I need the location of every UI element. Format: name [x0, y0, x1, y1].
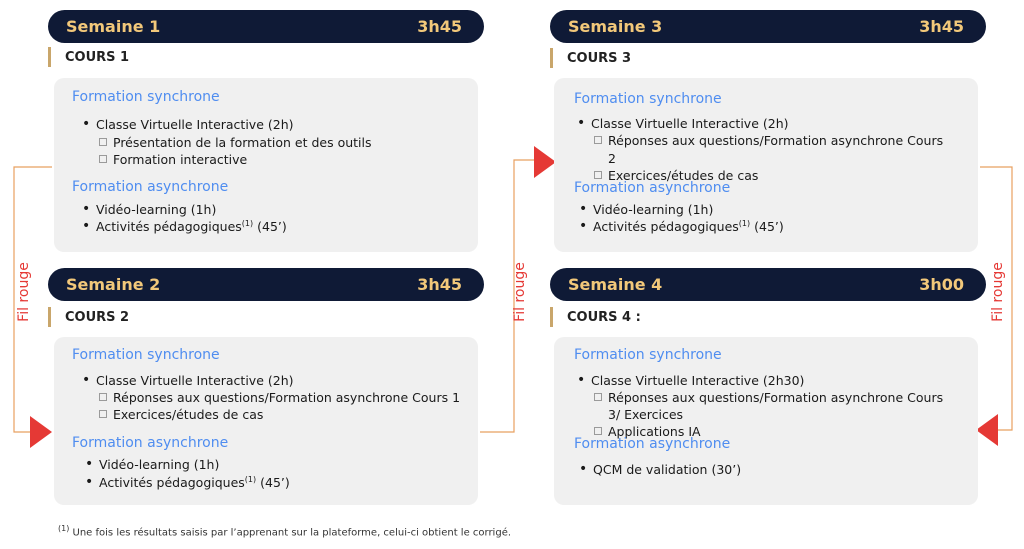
sync-title: Formation synchrone [574, 347, 722, 363]
checkbox-icon [99, 410, 107, 418]
course-label: COURS 3 [550, 48, 631, 68]
async-item: Vidéo-learning (1h) [82, 201, 216, 217]
connector-line-middle [480, 159, 534, 433]
sync-sub-item-continued: 3/ Exercices [608, 407, 684, 422]
arrow-middle [534, 146, 556, 178]
async-title: Formation asynchrone [574, 180, 731, 196]
week-4-card [554, 337, 978, 505]
checkbox-icon [99, 155, 107, 163]
week-title: Semaine 2 [66, 275, 161, 294]
sync-main-item: Classe Virtuelle Interactive (2h) [82, 116, 293, 132]
checkbox-icon [594, 393, 602, 401]
week-title: Semaine 3 [568, 17, 663, 36]
arrow-left [30, 416, 52, 448]
week-duration: 3h45 [417, 17, 462, 36]
async-item: Vidéo-learning (1h) [85, 456, 219, 472]
sync-sub-item: Applications IA [594, 424, 701, 439]
course-label: COURS 4 : [550, 307, 641, 327]
week-3-header: Semaine 3 3h45 [550, 10, 986, 43]
fil-rouge-label-right: Fil rouge [989, 262, 1006, 322]
checkbox-icon [99, 138, 107, 146]
fil-rouge-label-left: Fil rouge [15, 262, 32, 322]
checkbox-icon [99, 393, 107, 401]
footnote: (1) Une fois les résultats saisis par l’… [58, 524, 512, 539]
week-duration: 3h45 [919, 17, 964, 36]
week-duration: 3h00 [919, 275, 964, 294]
sync-sub-item: Présentation de la formation et des outi… [99, 135, 372, 150]
sync-main-item: Classe Virtuelle Interactive (2h) [82, 372, 293, 388]
fil-rouge-label-middle: Fil rouge [511, 262, 528, 322]
async-title: Formation asynchrone [72, 179, 229, 195]
sync-title: Formation synchrone [72, 347, 220, 363]
connector-line-left [13, 166, 52, 433]
async-title: Formation asynchrone [574, 436, 731, 452]
course-label: COURS 2 [48, 307, 129, 327]
sync-sub-item: Formation interactive [99, 152, 247, 167]
sync-sub-item: Exercices/études de cas [99, 407, 263, 422]
week-title: Semaine 4 [568, 275, 663, 294]
sync-sub-item: Exercices/études de cas [594, 168, 758, 183]
checkbox-icon [594, 136, 602, 144]
async-item: Activités pédagogiques(1) (45’) [82, 218, 287, 234]
async-item: QCM de validation (30’) [579, 461, 741, 477]
sync-main-item: Classe Virtuelle Interactive (2h30) [577, 372, 804, 388]
sync-sub-item: Réponses aux questions/Formation asynchr… [594, 390, 943, 405]
async-item: Vidéo-learning (1h) [579, 201, 713, 217]
checkbox-icon [594, 427, 602, 435]
week-title: Semaine 1 [66, 17, 161, 36]
sync-main-item: Classe Virtuelle Interactive (2h) [577, 115, 788, 131]
sync-sub-item: Réponses aux questions/Formation asynchr… [99, 390, 460, 405]
sync-sub-item-continued: 2 [608, 151, 616, 166]
course-label: COURS 1 [48, 47, 129, 67]
checkbox-icon [594, 171, 602, 179]
async-title: Formation asynchrone [72, 435, 229, 451]
week-4-header: Semaine 4 3h00 [550, 268, 986, 301]
async-item: Activités pédagogiques(1) (45’) [85, 474, 290, 490]
sync-title: Formation synchrone [574, 91, 722, 107]
async-item: Activités pédagogiques(1) (45’) [579, 218, 784, 234]
arrow-right [976, 414, 998, 446]
week-1-header: Semaine 1 3h45 [48, 10, 484, 43]
connector-line-right [980, 166, 1013, 431]
sync-sub-item: Réponses aux questions/Formation asynchr… [594, 133, 943, 148]
week-duration: 3h45 [417, 275, 462, 294]
week-2-header: Semaine 2 3h45 [48, 268, 484, 301]
sync-title: Formation synchrone [72, 89, 220, 105]
